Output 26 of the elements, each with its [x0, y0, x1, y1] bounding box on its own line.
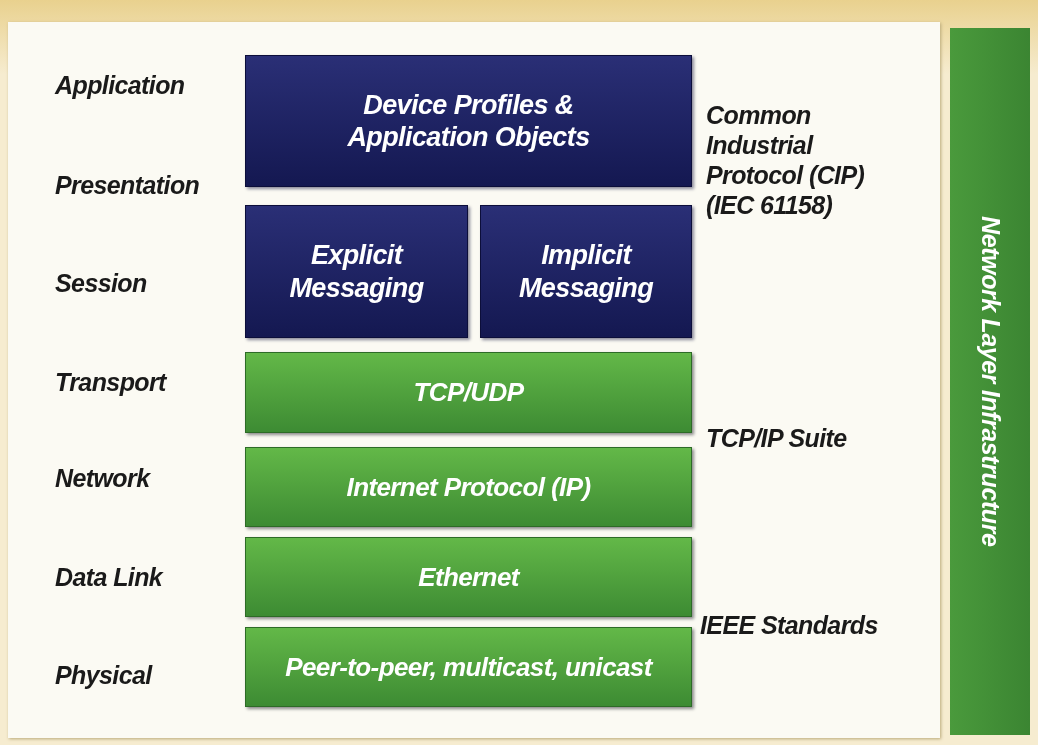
layer-label: Explicit Messaging — [288, 239, 425, 304]
osi-layer-name: Application — [55, 70, 185, 100]
layer-label: Ethernet — [418, 561, 519, 593]
osi-layer-name: Transport — [55, 367, 166, 397]
protocol-layer-box — [245, 205, 468, 338]
layer-label: TCP/UDP — [413, 377, 524, 408]
layer-label: Device Profiles & Application Objects — [346, 88, 591, 154]
protocol-layer-bar — [245, 537, 692, 617]
osi-layer-name: Physical — [55, 660, 152, 690]
protocol-layer-box — [245, 55, 692, 187]
group-label: Common Industrial Protocol (CIP) (IEC 61158) — [706, 100, 866, 220]
osi-layer-name: Network — [55, 463, 150, 493]
layer-label: Implicit Messaging — [517, 239, 655, 304]
protocol-layer-bar — [245, 447, 692, 527]
group-label: IEEE Standards — [700, 610, 878, 640]
layer-label: Internet Protocol (IP) — [346, 471, 591, 503]
protocol-layer-box — [480, 205, 692, 338]
protocol-layer-bar — [245, 627, 692, 707]
layer-label: Network Layer Infrastructure — [975, 216, 1005, 547]
protocol-layer-bar — [245, 352, 692, 433]
osi-layer-name: Presentation — [55, 170, 200, 200]
osi-layer-name: Session — [55, 268, 147, 298]
infrastructure-bar — [950, 28, 1030, 735]
osi-layer-name: Data Link — [55, 562, 163, 592]
layer-label: Peer-to-peer, multicast, unicast — [285, 651, 652, 683]
group-label: TCP/IP Suite — [706, 423, 847, 453]
